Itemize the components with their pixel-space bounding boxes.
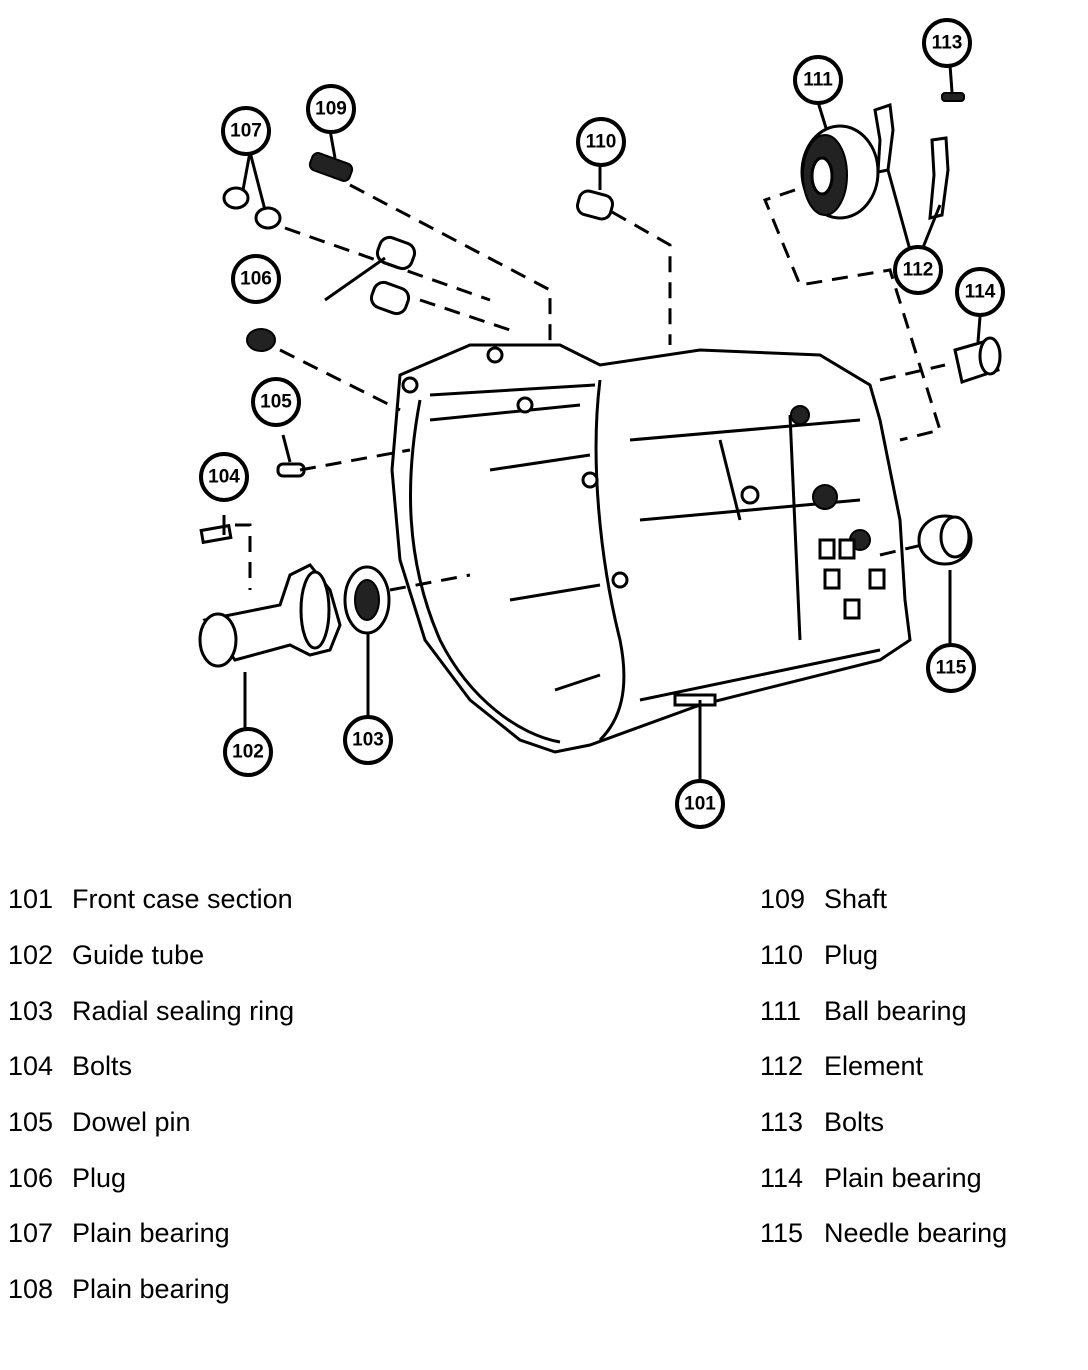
- plain-bearing-108-drawing: [369, 235, 417, 316]
- legend-item-number: 110: [760, 940, 804, 971]
- radial-sealing-ring-drawing: [343, 565, 391, 635]
- legend-item: 101 Front case section: [8, 872, 294, 928]
- callout-114-label: 114: [965, 282, 996, 303]
- legend-item-number: 106: [8, 1162, 54, 1193]
- bolt-113-drawing: [941, 92, 965, 102]
- legend-item-label: Plain bearing: [72, 1274, 230, 1305]
- exploded-parts-diagram: 101 102 103 104 105 106 107 109 110 111 …: [198, 18, 1005, 829]
- legend-item-number: 111: [760, 995, 802, 1026]
- legend-item-label: Shaft: [824, 884, 888, 915]
- callout-107: 107: [221, 106, 271, 156]
- legend-item-label: Guide tube: [72, 940, 205, 971]
- callout-105: 105: [251, 377, 301, 427]
- legend-item: 105 Dowel pin: [8, 1095, 294, 1151]
- legend-right-column: 109 Shaft 110 Plug 111 Ball bearing 112 Elem…: [760, 872, 1007, 1262]
- callout-104-label: 104: [208, 467, 240, 488]
- legend-item-number: 102: [8, 940, 54, 971]
- leader-lines: [222, 64, 982, 782]
- legend-item-label: Bolts: [72, 1051, 133, 1082]
- callout-115-label: 115: [936, 658, 967, 679]
- legend-item-label: Dowel pin: [72, 1107, 191, 1138]
- legend-item-number: 112: [760, 1051, 804, 1082]
- legend-item: 107 Plain bearing: [8, 1206, 294, 1262]
- callout-112: 112: [893, 245, 943, 295]
- legend-item-number: 114: [760, 1162, 804, 1193]
- callout-113: 113: [922, 18, 972, 68]
- legend-item-number: 104: [8, 1051, 54, 1082]
- needle-bearing-drawing: [917, 514, 973, 566]
- front-case-section-drawing: [390, 343, 912, 754]
- legend-item: 102 Guide tube: [8, 928, 294, 984]
- plug-110-drawing: [575, 189, 615, 221]
- callout-105-label: 105: [260, 392, 292, 413]
- plain-bearing-107-drawing: [222, 186, 282, 230]
- callout-112-label: 112: [903, 260, 934, 281]
- bolt-104-drawing: [199, 523, 233, 545]
- callout-102: 102: [223, 727, 273, 777]
- legend-item-label: Front case section: [72, 884, 293, 915]
- callout-109: 109: [306, 84, 356, 134]
- legend-item-label: Plug: [72, 1162, 127, 1193]
- guide-tube-drawing: [198, 563, 342, 668]
- legend-item: 110 Plug: [760, 928, 1007, 984]
- shaft-drawing: [308, 152, 354, 182]
- legend-item-label: Plug: [824, 940, 879, 971]
- plain-bearing-114-drawing: [953, 336, 1002, 384]
- legend-item-number: 105: [8, 1107, 54, 1138]
- callout-110: 110: [576, 117, 626, 167]
- callout-113-label: 113: [932, 33, 963, 54]
- callout-106-label: 106: [240, 269, 272, 290]
- callout-115: 115: [926, 643, 976, 693]
- legend-item-number: 101: [8, 884, 54, 915]
- element-drawing: [873, 102, 950, 220]
- callout-103: 103: [343, 715, 393, 765]
- legend-item: 115 Needle bearing: [760, 1206, 1007, 1262]
- legend-item-label: Radial sealing ring: [72, 995, 295, 1026]
- callout-109-label: 109: [315, 99, 347, 120]
- legend-item: 112 Element: [760, 1039, 1007, 1095]
- legend-item-label: Element: [824, 1051, 924, 1082]
- callout-103-label: 103: [352, 730, 384, 751]
- legend-item: 113 Bolts: [760, 1095, 1007, 1151]
- legend-item-number: 103: [8, 995, 54, 1026]
- callout-106: 106: [231, 254, 281, 304]
- callout-101: 101: [675, 779, 725, 829]
- legend-item-label: Plain bearing: [72, 1218, 230, 1249]
- legend-item-number: 109: [760, 884, 806, 915]
- callout-114: 114: [955, 267, 1005, 317]
- legend-item-number: 115: [760, 1218, 804, 1249]
- legend-item-label: Needle bearing: [824, 1218, 1008, 1249]
- legend-item-label: Ball bearing: [824, 995, 967, 1026]
- callout-102-label: 102: [232, 742, 264, 763]
- plug-106-drawing: [246, 328, 276, 352]
- callout-111-label: 111: [803, 70, 833, 91]
- ball-bearing-drawing: [800, 124, 880, 220]
- callout-104: 104: [199, 452, 249, 502]
- legend-item-label: Bolts: [824, 1107, 885, 1138]
- legend-left-column: 101 Front case section 102 Guide tube 103 R…: [8, 872, 294, 1318]
- legend-item-number: 107: [8, 1218, 54, 1249]
- callout-107-label: 107: [230, 121, 262, 142]
- legend-item: 109 Shaft: [760, 872, 1007, 928]
- callout-111: 111: [793, 55, 843, 105]
- legend-item: 114 Plain bearing: [760, 1150, 1007, 1206]
- legend-item-number: 108: [8, 1274, 54, 1305]
- legend-item: 108 Plain bearing: [8, 1262, 294, 1318]
- legend-item: 104 Bolts: [8, 1039, 294, 1095]
- legend-item-number: 113: [760, 1107, 804, 1138]
- legend-item: 106 Plug: [8, 1150, 294, 1206]
- legend-item: 103 Radial sealing ring: [8, 983, 294, 1039]
- legend-item: 111 Ball bearing: [760, 983, 1007, 1039]
- legend-item-label: Plain bearing: [824, 1162, 982, 1193]
- callout-110-label: 110: [586, 132, 617, 153]
- callout-101-label: 101: [684, 794, 716, 815]
